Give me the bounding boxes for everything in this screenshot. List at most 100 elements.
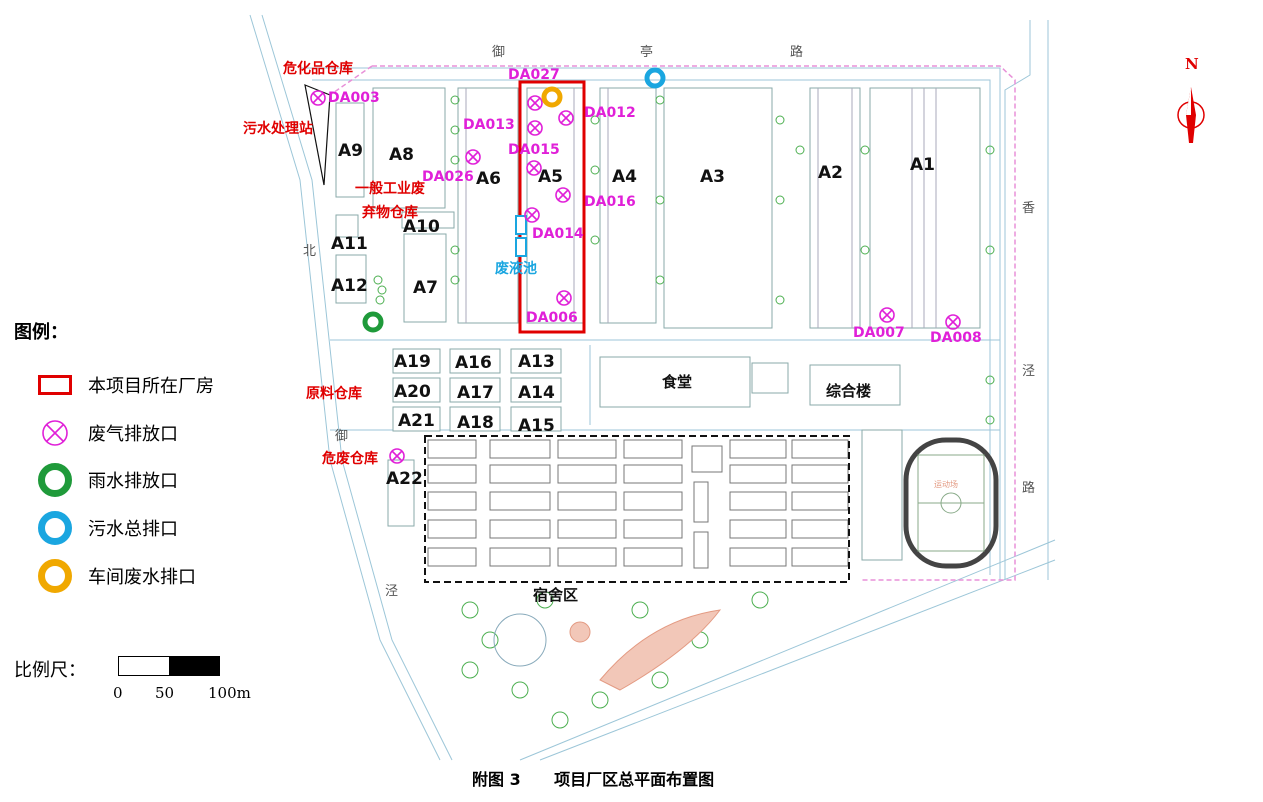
exhaust-outlet-icon bbox=[465, 149, 481, 165]
exhaust-outlet-icon bbox=[527, 120, 543, 136]
exhaust-outlet-icon bbox=[555, 187, 571, 203]
road-label-top-2: 亭 bbox=[640, 44, 653, 60]
scale-tick-0: 0 bbox=[113, 684, 123, 702]
north-arrow-icon bbox=[1177, 87, 1205, 143]
exhaust-outlet-icon bbox=[879, 307, 895, 323]
label-general-waste-2: 弃物仓库 bbox=[361, 204, 418, 221]
building-a10: A10 bbox=[403, 217, 440, 237]
building-a2: A2 bbox=[818, 163, 843, 183]
waste-pool-mark bbox=[515, 215, 527, 235]
scale-bar-black bbox=[169, 657, 219, 675]
rain-outlet-icon bbox=[38, 463, 72, 497]
legend-item-wastewater: 车间废水排口 bbox=[36, 559, 196, 593]
building-details bbox=[465, 88, 937, 328]
road-label-right-1: 香 bbox=[1022, 201, 1035, 216]
outlet-label-da008: DA008 bbox=[930, 330, 982, 346]
dorm-area-label: 宿舍区 bbox=[533, 586, 578, 604]
exhaust-outlet-icon bbox=[526, 160, 542, 176]
label-raw-material: 原料仓库 bbox=[306, 385, 362, 402]
legend-label: 废气排放口 bbox=[88, 424, 178, 445]
road-label-top-3: 路 bbox=[790, 44, 803, 60]
project-building-frame bbox=[518, 80, 586, 334]
scale-tick-50: 50 bbox=[155, 684, 175, 702]
waste-pool-mark-2 bbox=[515, 237, 527, 257]
label-waste-pool: 废液池 bbox=[495, 260, 537, 277]
figure-caption: 附图 3 项目厂区总平面布置图 bbox=[472, 770, 715, 789]
scale-bar bbox=[118, 656, 220, 676]
building-a13: A13 bbox=[518, 352, 555, 372]
building-a21: A21 bbox=[398, 411, 435, 431]
road-label-left-3: 泾 bbox=[385, 584, 398, 599]
exhaust-outlet-icon bbox=[310, 90, 326, 106]
garden-path bbox=[599, 609, 722, 691]
north-label: N bbox=[1185, 55, 1199, 73]
legend-item-sewage: 污水总排口 bbox=[36, 511, 178, 545]
legend-label: 污水总排口 bbox=[88, 519, 178, 540]
exhaust-outlet-icon bbox=[524, 207, 540, 223]
label-hazchem-warehouse: 危化品仓库 bbox=[282, 60, 353, 77]
outlet-label-da015: DA015 bbox=[508, 142, 560, 158]
label-general-waste-1: 一般工业废 bbox=[355, 180, 425, 197]
legend-label: 本项目所在厂房 bbox=[88, 376, 214, 397]
building-a8: A8 bbox=[389, 145, 414, 165]
road-label-right-2: 泾 bbox=[1022, 364, 1035, 379]
garden-circle bbox=[493, 613, 547, 667]
exhaust-outlet-icon bbox=[945, 314, 961, 330]
building-a18: A18 bbox=[457, 413, 494, 433]
outlet-label-da014: DA014 bbox=[532, 226, 584, 242]
exhaust-outlet-icon bbox=[42, 420, 68, 446]
road-label-top-1: 御 bbox=[492, 45, 505, 60]
scale-tick-100: 100m bbox=[208, 684, 251, 702]
dorm-blocks bbox=[427, 439, 849, 569]
dorm-area-boundary bbox=[424, 435, 850, 583]
building-a12: A12 bbox=[331, 276, 368, 296]
outlet-label-da006: DA006 bbox=[526, 310, 578, 326]
exhaust-outlet-icon bbox=[527, 95, 543, 111]
road-label-left-1: 北 bbox=[303, 244, 316, 259]
sports-field-label: 运动场 bbox=[934, 479, 958, 489]
building-canteen: 食堂 bbox=[662, 373, 692, 391]
legend-title: 图例： bbox=[14, 322, 68, 343]
legend-item-exhaust: 废气排放口 bbox=[36, 418, 178, 448]
outlet-label-da026: DA026 bbox=[422, 169, 474, 185]
building-a20: A20 bbox=[394, 382, 431, 402]
exhaust-outlet-icon bbox=[558, 110, 574, 126]
outlet-label-da013: DA013 bbox=[463, 117, 515, 133]
wastewater-outlet-icon bbox=[541, 86, 563, 108]
road-label-left-2: 御 bbox=[335, 429, 348, 444]
garden-fountain bbox=[569, 621, 591, 643]
legend-label: 雨水排放口 bbox=[88, 471, 178, 492]
building-office: 综合楼 bbox=[826, 382, 871, 400]
building-outlines bbox=[335, 87, 981, 561]
outlet-label-da027: DA027 bbox=[508, 67, 560, 83]
sewage-outlet-icon bbox=[644, 67, 666, 89]
building-a6: A6 bbox=[476, 169, 501, 189]
building-a3: A3 bbox=[700, 167, 725, 187]
outlet-label-da007: DA007 bbox=[853, 325, 905, 341]
red-box-icon bbox=[38, 375, 72, 395]
exhaust-outlets bbox=[310, 90, 961, 464]
outlet-label-da012: DA012 bbox=[584, 105, 636, 121]
building-a1: A1 bbox=[910, 155, 935, 175]
sewage-outlet-icon bbox=[38, 511, 72, 545]
scale-bar-white bbox=[119, 657, 169, 675]
building-a5: A5 bbox=[538, 167, 563, 187]
building-a7: A7 bbox=[413, 278, 438, 298]
building-a9: A9 bbox=[338, 141, 363, 161]
exhaust-outlet-icon bbox=[389, 448, 405, 464]
scale-title: 比例尺： bbox=[14, 660, 86, 681]
label-sewage-station: 污水处理站 bbox=[243, 120, 313, 137]
legend-label: 车间废水排口 bbox=[88, 567, 196, 588]
legend-item-project: 本项目所在厂房 bbox=[36, 370, 214, 400]
label-hazwaste: 危废仓库 bbox=[321, 450, 378, 467]
wastewater-outlet-icon bbox=[38, 559, 72, 593]
building-a17: A17 bbox=[457, 383, 494, 403]
building-a22: A22 bbox=[386, 469, 423, 489]
building-a11: A11 bbox=[331, 234, 368, 254]
building-a14: A14 bbox=[518, 383, 555, 403]
building-a15: A15 bbox=[518, 416, 555, 436]
exhaust-outlet-icon bbox=[556, 290, 572, 306]
road-label-right-3: 路 bbox=[1022, 480, 1035, 496]
site-fence bbox=[329, 65, 1016, 581]
